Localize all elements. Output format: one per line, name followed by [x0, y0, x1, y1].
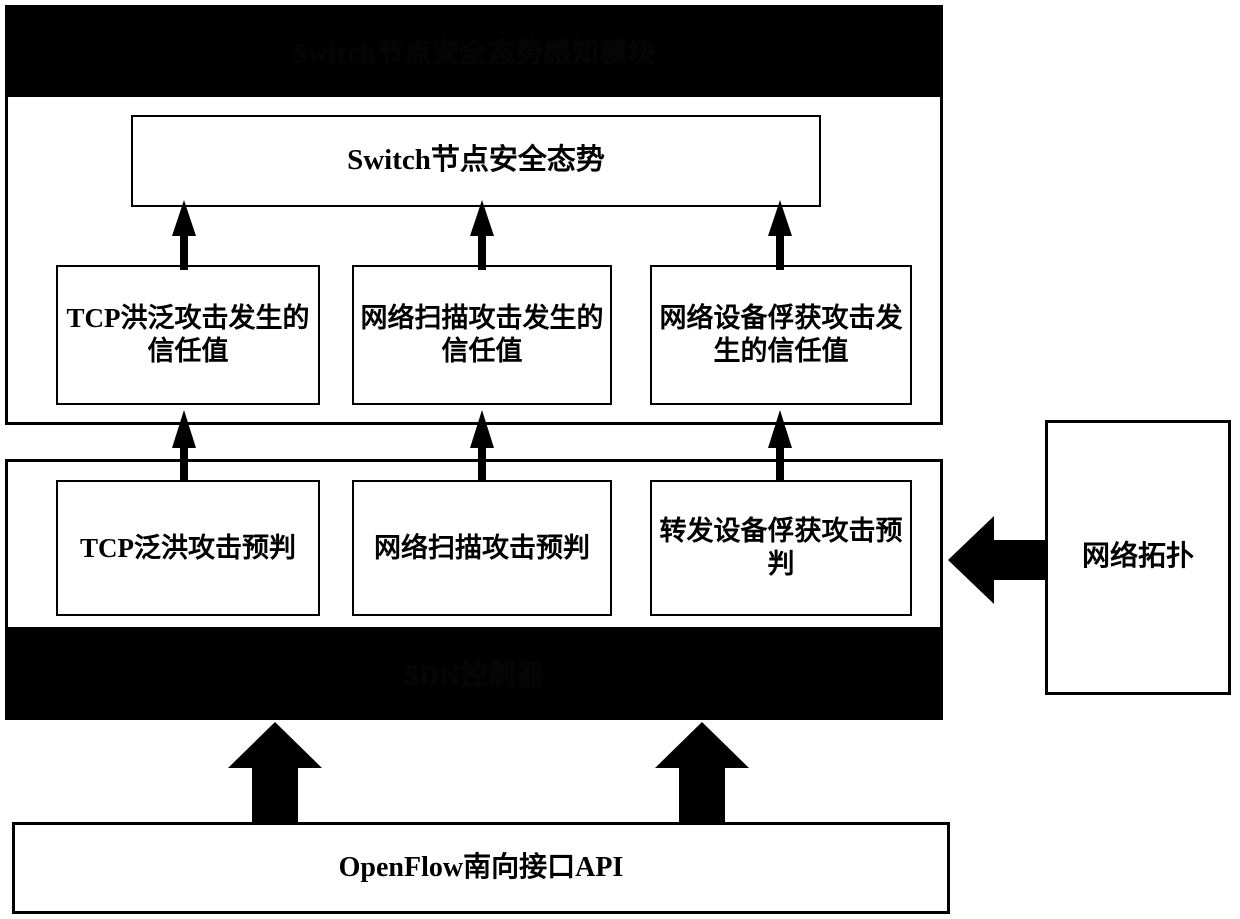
network-topology-box: 网络拓扑 [1045, 420, 1231, 695]
arrow-api-to-controller-left [228, 722, 322, 822]
prediction-box-network-scan-label: 网络扫描攻击预判 [374, 532, 590, 563]
openflow-api-box: OpenFlow南向接口API [12, 822, 950, 914]
arrow-topology-to-panel [948, 516, 1048, 604]
arrow-prediction-scan-to-trust [470, 410, 494, 482]
prediction-box-tcp-flood-label: TCP泛洪攻击预判 [80, 532, 296, 563]
arrow-trust-capture-to-switch [768, 200, 792, 270]
trust-box-device-capture-label: 网络设备俘获攻击发生的信任值 [659, 303, 903, 366]
trust-box-network-scan-label: 网络扫描攻击发生的信任值 [360, 303, 604, 366]
prediction-box-tcp-flood: TCP泛洪攻击预判 [56, 480, 320, 616]
top-title-band-label: Switch节点安全态势感知模块 [291, 37, 656, 68]
trust-box-tcp-flood: TCP洪泛攻击发生的信任值 [56, 265, 320, 405]
trust-box-device-capture: 网络设备俘获攻击发生的信任值 [650, 265, 912, 405]
arrow-prediction-capture-to-trust [768, 410, 792, 482]
bottom-title-band: SDN控制器 [8, 627, 940, 717]
switch-situation-box: Switch节点安全态势 [131, 115, 821, 207]
prediction-box-device-capture-label: 转发设备俘获攻击预判 [659, 516, 903, 579]
openflow-api-label: OpenFlow南向接口API [338, 851, 624, 883]
bottom-title-band-label: SDN控制器 [403, 659, 545, 690]
switch-situation-label: Switch节点安全态势 [347, 144, 605, 177]
arrow-prediction-tcp-to-trust [172, 410, 196, 482]
trust-box-tcp-flood-label: TCP洪泛攻击发生的信任值 [66, 303, 310, 366]
arrow-trust-scan-to-switch [470, 200, 494, 270]
network-topology-label: 网络拓扑 [1081, 541, 1194, 573]
arrow-trust-tcp-to-switch [172, 200, 196, 270]
prediction-box-device-capture: 转发设备俘获攻击预判 [650, 480, 912, 616]
prediction-box-network-scan: 网络扫描攻击预判 [352, 480, 612, 616]
arrow-api-to-controller-right [655, 722, 749, 822]
trust-box-network-scan: 网络扫描攻击发生的信任值 [352, 265, 612, 405]
top-title-band: Switch节点安全态势感知模块 [5, 5, 943, 95]
